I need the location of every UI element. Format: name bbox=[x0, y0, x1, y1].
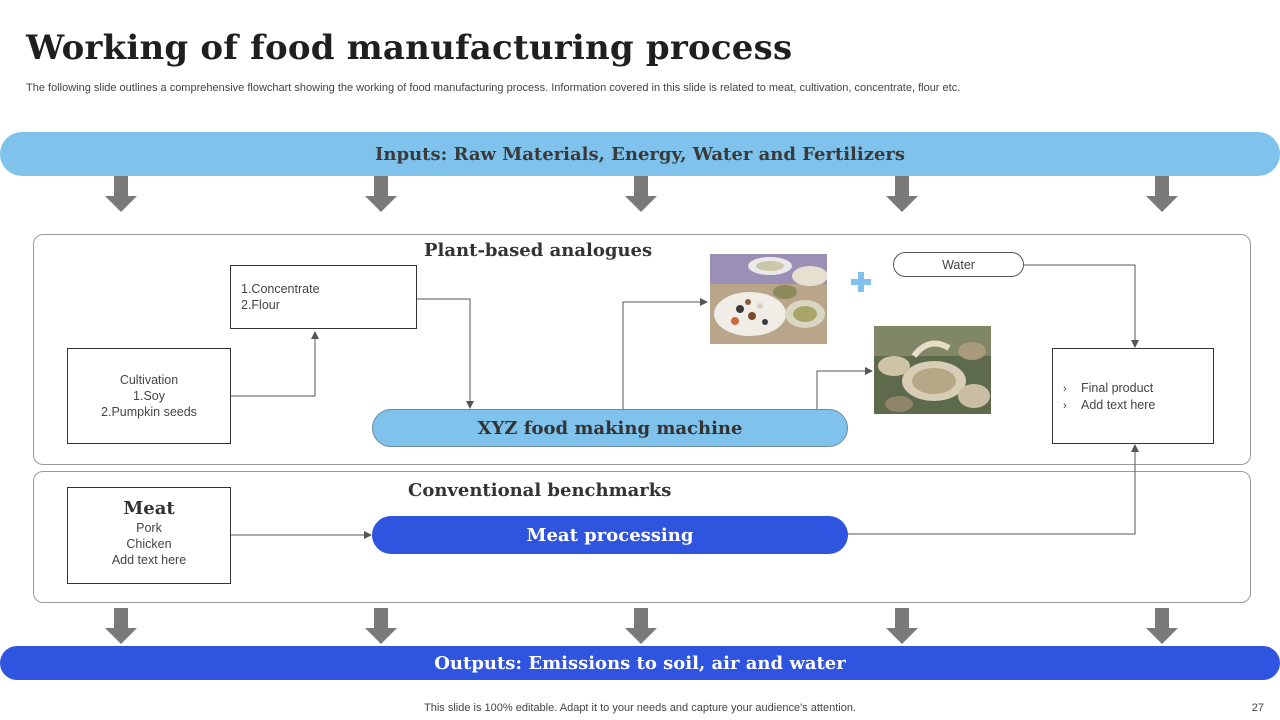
flour-line: 2.Flour bbox=[241, 298, 280, 312]
machine-label: XYZ food making machine bbox=[477, 417, 743, 439]
slide-subtitle: The following slide outlines a comprehen… bbox=[26, 82, 961, 94]
meat-processing: Meat processing bbox=[372, 516, 848, 554]
outputs-band-label: Outputs: Emissions to soil, air and wate… bbox=[434, 652, 846, 674]
meat-processing-label: Meat processing bbox=[526, 524, 694, 546]
outputs-band: Outputs: Emissions to soil, air and wate… bbox=[0, 646, 1280, 680]
meat-add-text: Add text here bbox=[111, 553, 187, 567]
down-arrow-icon bbox=[625, 176, 657, 212]
concentrate-box: 1.Concentrate 2.Flour bbox=[230, 265, 417, 329]
concentrate-line: 1.Concentrate bbox=[241, 282, 320, 296]
chicken-line: Chicken bbox=[126, 537, 172, 551]
final-add-text: Add text here bbox=[1081, 398, 1156, 412]
down-arrow-icon bbox=[1146, 608, 1178, 644]
final-product-box: › Final product › Add text here bbox=[1052, 348, 1214, 444]
cultivation-title: Cultivation bbox=[119, 373, 179, 387]
chevron-right-icon: › bbox=[1063, 383, 1067, 395]
down-arrow-icon bbox=[886, 176, 918, 212]
down-arrow-icon bbox=[886, 608, 918, 644]
food-making-machine: XYZ food making machine bbox=[372, 409, 848, 447]
pork-line: Pork bbox=[136, 521, 162, 535]
chevron-right-icon: › bbox=[1063, 400, 1067, 412]
plant-heading: Plant-based analogues bbox=[424, 240, 653, 261]
down-arrow-icon bbox=[365, 176, 397, 212]
down-arrow-icon bbox=[365, 608, 397, 644]
page-number: 27 bbox=[1251, 702, 1264, 714]
plus-icon bbox=[851, 272, 871, 292]
meat-box: Meat Pork Chicken Add text here bbox=[67, 487, 231, 584]
machine-to-photo-connector bbox=[622, 298, 708, 409]
final-product-item: › Final product bbox=[1063, 380, 1213, 397]
concentrate-to-machine-connector bbox=[417, 298, 474, 409]
cultivation-box: Cultivation 1.Soy 2.Pumpkin seeds bbox=[67, 348, 231, 444]
water-label: Water bbox=[942, 257, 975, 272]
water-pill: Water bbox=[893, 252, 1024, 277]
machine-to-photo2-connector bbox=[816, 367, 873, 409]
slide-title: Working of food manufacturing process bbox=[26, 28, 793, 68]
processing-to-final-connector bbox=[848, 444, 1139, 535]
conventional-heading: Conventional benchmarks bbox=[408, 480, 672, 501]
down-arrow-icon bbox=[105, 608, 137, 644]
final-product-text: Final product bbox=[1081, 381, 1154, 395]
soy-line: 1.Soy bbox=[133, 389, 165, 403]
water-to-final-connector bbox=[1024, 264, 1139, 348]
inputs-band-label: Inputs: Raw Materials, Energy, Water and… bbox=[374, 143, 906, 165]
footer-note: This slide is 100% editable. Adapt it to… bbox=[424, 702, 856, 714]
meat-title: Meat bbox=[123, 498, 175, 519]
food-table-photo bbox=[710, 254, 827, 344]
pumpkin-seeds-line: 2.Pumpkin seeds bbox=[101, 405, 197, 419]
down-arrow-icon bbox=[1146, 176, 1178, 212]
bowls-photo bbox=[874, 326, 991, 414]
down-arrow-icon bbox=[625, 608, 657, 644]
inputs-band: Inputs: Raw Materials, Energy, Water and… bbox=[0, 132, 1280, 176]
final-product-item: › Add text here bbox=[1063, 397, 1213, 414]
cultivation-to-concentrate-connector bbox=[231, 331, 319, 397]
down-arrow-icon bbox=[105, 176, 137, 212]
